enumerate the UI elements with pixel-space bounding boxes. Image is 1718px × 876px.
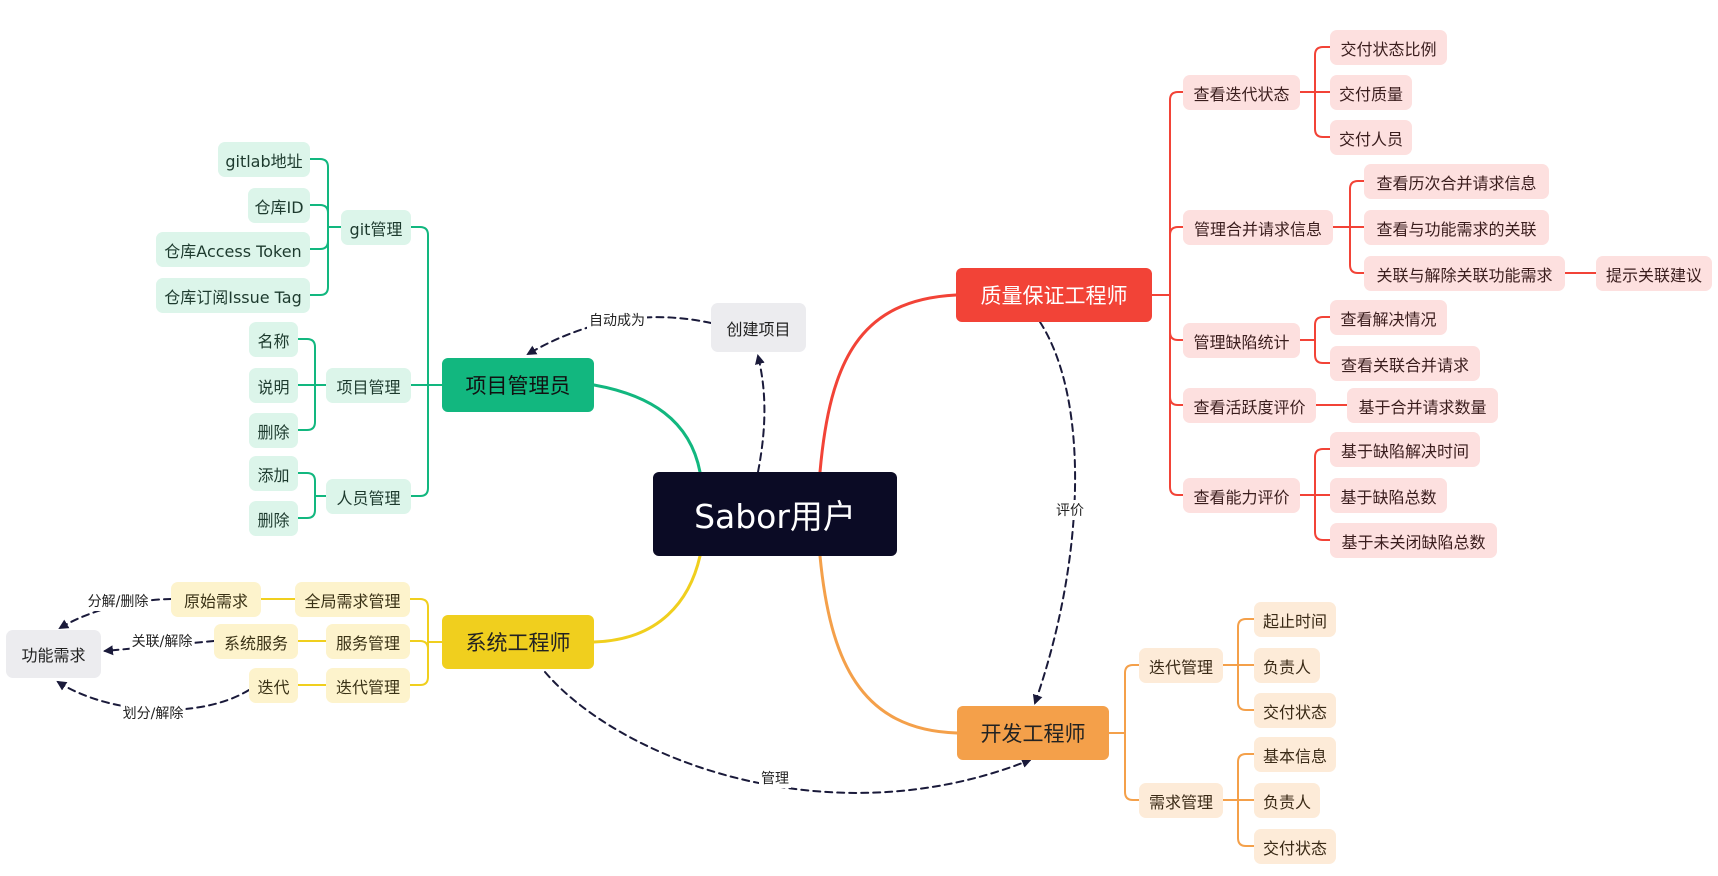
edge-se-branch-1 — [409, 640, 429, 650]
edge-project-branch-0 — [297, 338, 316, 386]
edge-pm-branch-2 — [410, 384, 429, 497]
edge-root-qa — [818, 293, 958, 474]
edge-label-link-unlink: 关联/解除 — [129, 631, 195, 651]
edge-dev-iteration-branch-0 — [1237, 618, 1255, 666]
link-unlink-req-node[interactable]: 关联与解除关联功能需求 — [1364, 256, 1565, 291]
people-delete-node[interactable]: 删除 — [249, 501, 298, 536]
edge-root-pm — [592, 383, 702, 474]
edge-dev-branch-1 — [1124, 732, 1140, 801]
edge-iter-status-branch-0 — [1314, 46, 1331, 93]
developer-node[interactable]: 开发工程师 — [957, 706, 1109, 760]
service-management-node[interactable]: 服务管理 — [326, 624, 410, 659]
git-management-node[interactable]: git管理 — [341, 210, 411, 245]
edge-people-branch-0 — [297, 472, 316, 497]
edge-merge-info-branch-2 — [1349, 226, 1365, 274]
edge-qa-branch-2 — [1169, 294, 1184, 341]
start-end-time-node[interactable]: 起止时间 — [1254, 602, 1336, 637]
edge-se-branch-0 — [409, 598, 429, 643]
functional-req-node[interactable]: 功能需求 — [6, 630, 101, 678]
people-management-node[interactable]: 人员管理 — [326, 479, 411, 514]
edge-qa-to-dev — [1032, 321, 1077, 705]
edge-se-to-dev — [544, 671, 1032, 794]
edge-pm-branch-0 — [410, 226, 429, 386]
edge-iter-status-branch-2 — [1314, 91, 1331, 138]
edge-label-auto-become: 自动成为 — [587, 310, 647, 330]
iteration-node[interactable]: 迭代 — [249, 668, 298, 703]
edge-ability-branch-2 — [1314, 494, 1331, 541]
edge-merge-info-branch-0 — [1349, 180, 1365, 228]
edge-git-branch-3 — [309, 226, 329, 296]
dev-req-management-node[interactable]: 需求管理 — [1139, 783, 1223, 818]
delivery-status-ratio-node[interactable]: 交付状态比例 — [1330, 30, 1447, 65]
people-add-node[interactable]: 添加 — [249, 456, 298, 491]
edge-label-manage: 管理 — [759, 768, 791, 788]
view-req-relation-node[interactable]: 查看与功能需求的关联 — [1364, 210, 1549, 245]
edge-dev-branch-0 — [1124, 664, 1140, 734]
edge-root-se — [592, 554, 702, 644]
delivery-quality-node[interactable]: 交付质量 — [1330, 75, 1412, 110]
manage-defect-stats-node[interactable]: 管理缺陷统计 — [1183, 323, 1300, 358]
merge-count-basis-node[interactable]: 基于合并请求数量 — [1347, 388, 1498, 423]
project-name-node[interactable]: 名称 — [249, 322, 298, 357]
req-owner-node[interactable]: 负责人 — [1254, 783, 1320, 818]
project-manager-node[interactable]: 项目管理员 — [442, 358, 594, 412]
edge-qa-branch-3 — [1169, 294, 1184, 406]
view-resolution-node[interactable]: 查看解决情况 — [1330, 300, 1447, 335]
link-suggestion-node[interactable]: 提示关联建议 — [1596, 256, 1712, 291]
system-engineer-node[interactable]: 系统工程师 — [442, 615, 594, 669]
create-project-node[interactable]: 创建项目 — [711, 303, 806, 352]
defect-total-node[interactable]: 基于缺陷总数 — [1330, 478, 1447, 513]
edge-qa-branch-0 — [1169, 91, 1184, 296]
original-req-node[interactable]: 原始需求 — [171, 582, 261, 617]
global-req-management-node[interactable]: 全局需求管理 — [295, 582, 410, 617]
edge-dev-requirement-branch-2 — [1237, 799, 1255, 847]
edge-label-split-delete: 分解/删除 — [85, 591, 151, 611]
root-node[interactable]: Sabor用户 — [653, 472, 897, 556]
edge-root-to-create — [755, 354, 766, 473]
view-linked-merge-node[interactable]: 查看关联合并请求 — [1330, 346, 1480, 381]
repo-subscribe-issue-tag-node[interactable]: 仓库订阅Issue Tag — [156, 278, 310, 313]
open-defect-total-node[interactable]: 基于未关闭缺陷总数 — [1330, 523, 1497, 558]
manage-merge-info-node[interactable]: 管理合并请求信息 — [1183, 210, 1333, 245]
dev-iteration-management-node[interactable]: 迭代管理 — [1139, 648, 1223, 683]
edge-defect-branch-0 — [1314, 316, 1331, 341]
iteration-delivery-status-node[interactable]: 交付状态 — [1254, 693, 1336, 728]
view-activity-eval-node[interactable]: 查看活跃度评价 — [1183, 388, 1316, 423]
edge-label-divide-unlink: 划分/解除 — [120, 703, 186, 723]
edge-git-branch-0 — [309, 158, 329, 228]
edge-dev-requirement-branch-0 — [1237, 753, 1255, 801]
basic-info-node[interactable]: 基本信息 — [1254, 737, 1336, 772]
repo-access-token-node[interactable]: 仓库Access Token — [156, 232, 310, 267]
view-merge-history-node[interactable]: 查看历次合并请求信息 — [1364, 164, 1549, 199]
edge-dev-iteration-branch-2 — [1237, 664, 1255, 711]
edge-git-branch-1 — [309, 204, 329, 228]
repo-id-node[interactable]: 仓库ID — [248, 188, 310, 223]
view-ability-eval-node[interactable]: 查看能力评价 — [1183, 478, 1300, 513]
project-description-node[interactable]: 说明 — [249, 368, 298, 403]
view-iteration-status-node[interactable]: 查看迭代状态 — [1183, 75, 1300, 110]
edge-se-branch-2 — [409, 641, 429, 686]
edge-qa-branch-4 — [1169, 294, 1184, 496]
edge-root-dev — [818, 554, 959, 735]
se-iteration-management-node[interactable]: 迭代管理 — [326, 668, 410, 703]
delivery-personnel-node[interactable]: 交付人员 — [1330, 120, 1412, 155]
edge-project-branch-2 — [297, 384, 316, 431]
edge-people-branch-1 — [297, 495, 316, 519]
system-service-node[interactable]: 系统服务 — [214, 624, 298, 659]
edge-defect-branch-1 — [1314, 339, 1331, 364]
project-management-node[interactable]: 项目管理 — [326, 368, 411, 403]
iteration-owner-node[interactable]: 负责人 — [1254, 648, 1320, 683]
gitlab-address-node[interactable]: gitlab地址 — [218, 142, 310, 177]
project-delete-node[interactable]: 删除 — [249, 413, 298, 448]
defect-resolve-time-node[interactable]: 基于缺陷解决时间 — [1330, 432, 1480, 467]
edge-label-evaluate: 评价 — [1054, 500, 1086, 520]
qa-engineer-node[interactable]: 质量保证工程师 — [956, 268, 1152, 322]
edge-qa-branch-1 — [1169, 226, 1184, 296]
edge-ability-branch-0 — [1314, 448, 1331, 496]
edge-git-branch-2 — [309, 226, 329, 250]
req-delivery-status-node[interactable]: 交付状态 — [1254, 829, 1336, 864]
